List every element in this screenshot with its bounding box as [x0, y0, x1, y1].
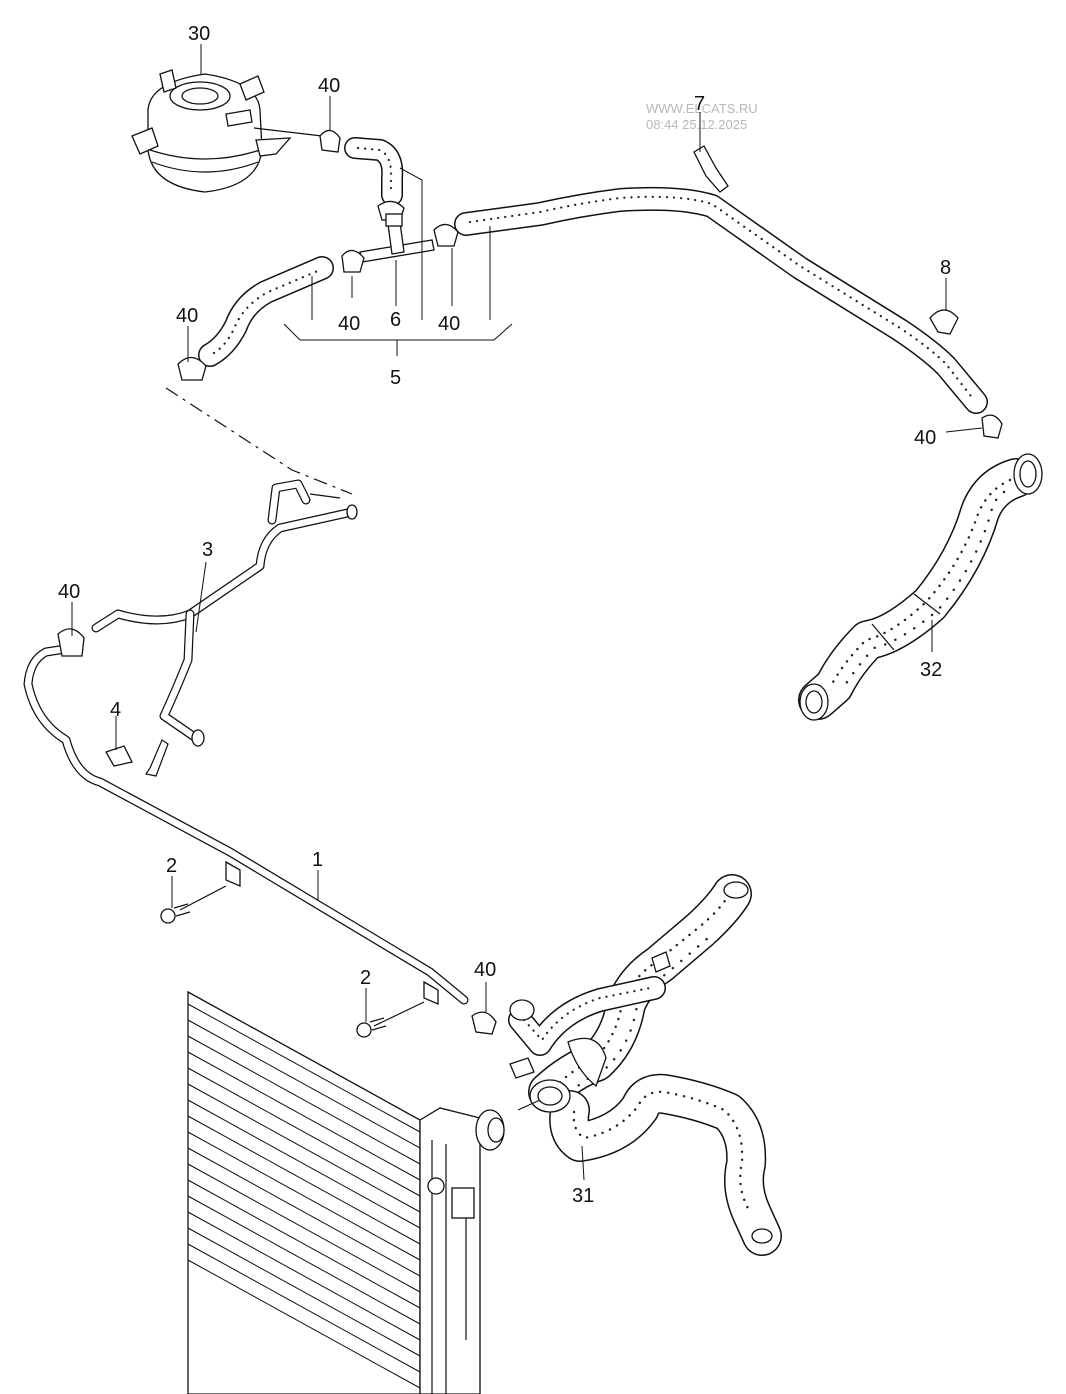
- bracket-7: [693, 145, 729, 193]
- callout-30: 30: [188, 23, 210, 45]
- leader-lines: [71, 44, 983, 1181]
- watermark-timestamp: 08:44 25.12.2025: [646, 117, 747, 132]
- connection-dash-line: [165, 387, 353, 495]
- clamp-mid-a: [341, 249, 365, 273]
- callout-40-right: 40: [914, 427, 936, 449]
- pipe-3: [91, 479, 358, 747]
- watermark-site: WWW.ELCATS.RU: [646, 101, 758, 116]
- clamp-left-mid: [57, 628, 85, 657]
- callout-2-upper: 2: [166, 855, 177, 877]
- callout-40-left-top: 40: [176, 305, 198, 327]
- screw-upper: [160, 885, 227, 924]
- callout-6: 6: [390, 309, 401, 331]
- callout-3: 3: [202, 539, 213, 561]
- bracket-4: [105, 745, 133, 767]
- callout-5: 5: [390, 367, 401, 389]
- clamp-tank: [319, 129, 341, 153]
- callout-1: 1: [312, 849, 323, 871]
- radiator: [187, 990, 505, 1394]
- callout-40-bottom: 40: [474, 959, 496, 981]
- screw-lower: [356, 1001, 425, 1038]
- clamp-right: [981, 414, 1003, 439]
- callout-8: 8: [940, 257, 951, 279]
- clip-8: [929, 309, 959, 335]
- clamp-mid-b: [433, 223, 459, 247]
- callout-40-mid-a: 40: [338, 313, 360, 335]
- callout-2-lower: 2: [360, 967, 371, 989]
- hose-31: [508, 874, 782, 1256]
- left-short-hose: [198, 256, 334, 367]
- upper-long-hose: [454, 186, 988, 414]
- clamp-bottom: [471, 1011, 497, 1035]
- callout-40-mid-b: 40: [438, 313, 460, 335]
- hose-32: [798, 453, 1043, 721]
- callout-4: 4: [110, 699, 121, 721]
- bracket-lower: [423, 980, 439, 1005]
- bracket-upper: [225, 860, 241, 887]
- callout-40-tank: 40: [318, 75, 340, 97]
- tank-hose: [344, 137, 404, 206]
- expansion-tank: [131, 69, 323, 193]
- clamp-left-top: [177, 356, 207, 381]
- callout-40-left-mid: 40: [58, 581, 80, 603]
- callout-31: 31: [572, 1185, 594, 1207]
- pipe-1: [23, 643, 469, 1005]
- callout-32: 32: [920, 659, 942, 681]
- callout-7: 7: [694, 93, 705, 115]
- t-piece: [359, 213, 435, 263]
